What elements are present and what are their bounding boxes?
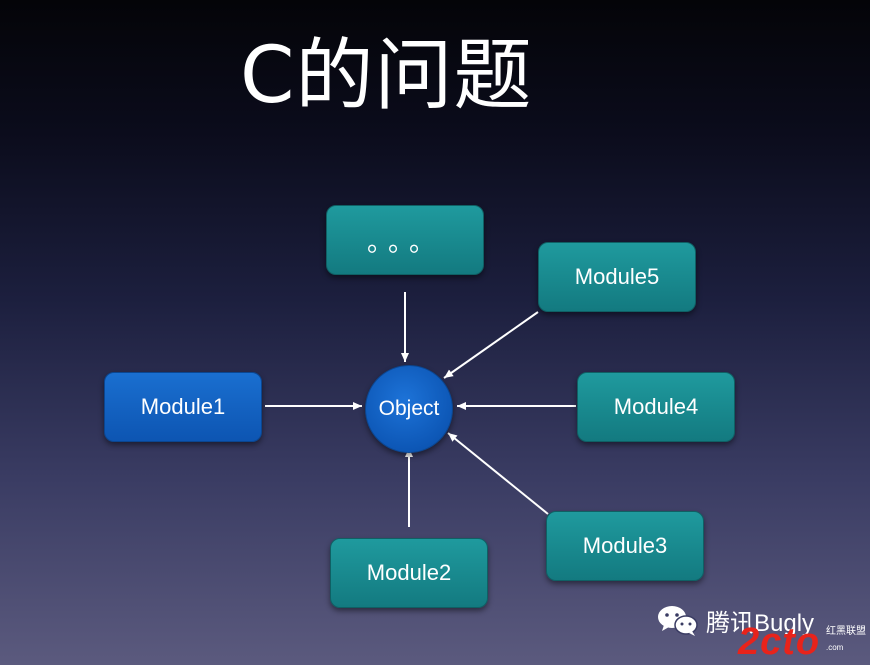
node-module1-label: Module1 [140, 394, 226, 419]
wechat-icon [658, 606, 698, 636]
node-module3: Module3 [546, 511, 704, 581]
node-module5-label: Module5 [574, 264, 660, 289]
site-logo-url: .com [826, 643, 844, 652]
node-object-label: Object [378, 397, 440, 420]
node-module5: Module5 [538, 242, 696, 312]
node-ellipsis: 。。。 [326, 205, 484, 275]
watermark: 腾讯Bugly [656, 600, 814, 640]
node-module3-label: Module3 [582, 533, 668, 558]
node-ellipsis-label: 。。。 [366, 226, 443, 257]
arrow-module3-to-object [447, 432, 549, 515]
node-module1: Module1 [104, 372, 262, 442]
site-logo-text: 2cto [738, 621, 821, 663]
node-module2: Module2 [330, 538, 488, 608]
node-module4: Module4 [577, 372, 735, 442]
arrow-module5-to-object [443, 311, 539, 379]
slide-title: C的问题 [240, 31, 533, 121]
node-object: Object [365, 365, 453, 453]
watermark-brand: 腾讯Bugly [706, 609, 815, 637]
node-module2-label: Module2 [366, 560, 452, 585]
node-module4-label: Module4 [613, 394, 699, 419]
site-logo-sub: 红黑联盟 [826, 626, 866, 637]
